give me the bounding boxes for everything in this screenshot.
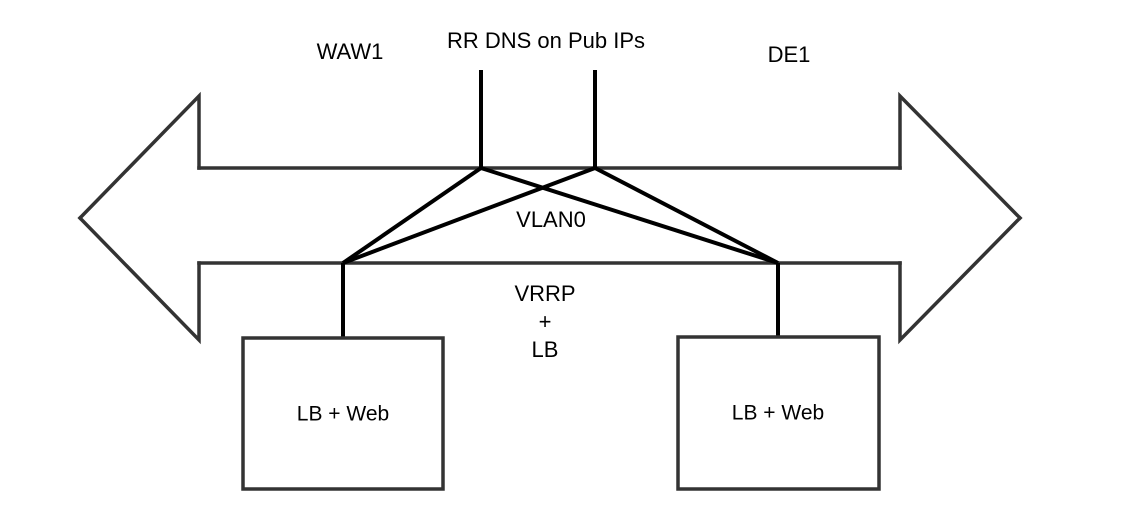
- node-box-group: [241, 335, 881, 491]
- link-left-to-left: [341, 166, 483, 265]
- link-left-to-right: [480, 166, 779, 265]
- node-box-right[interactable]: [676, 335, 881, 491]
- label-upper-segment: VLAN0: [516, 207, 586, 232]
- label-lower-segment-plus: +: [539, 309, 552, 334]
- node-label-right: LB + Web: [732, 402, 824, 425]
- label-site-right: DE1: [768, 42, 811, 67]
- left-arrowhead-lower: [77, 215, 201, 345]
- label-lower-segment-lb: LB: [532, 337, 559, 362]
- left-arrowhead-upper: [77, 91, 201, 221]
- right-arrowhead-upper: [898, 91, 1023, 221]
- crossed-links-group: [341, 166, 779, 265]
- label-uplink: RR DNS on Pub IPs: [447, 28, 645, 53]
- arrow-outline-group: [77, 91, 1023, 345]
- node-label-left: LB + Web: [297, 403, 389, 426]
- link-right-to-left: [342, 166, 596, 265]
- node-drop-link-group: [341, 263, 780, 340]
- link-right-to-right: [594, 166, 779, 265]
- uplink-stub-group: [479, 70, 597, 169]
- label-lower-segment-protocol: VRRP: [514, 281, 575, 306]
- right-arrowhead-lower: [898, 215, 1023, 345]
- label-site-left: WAW1: [317, 39, 384, 64]
- node-box-left[interactable]: [241, 336, 445, 491]
